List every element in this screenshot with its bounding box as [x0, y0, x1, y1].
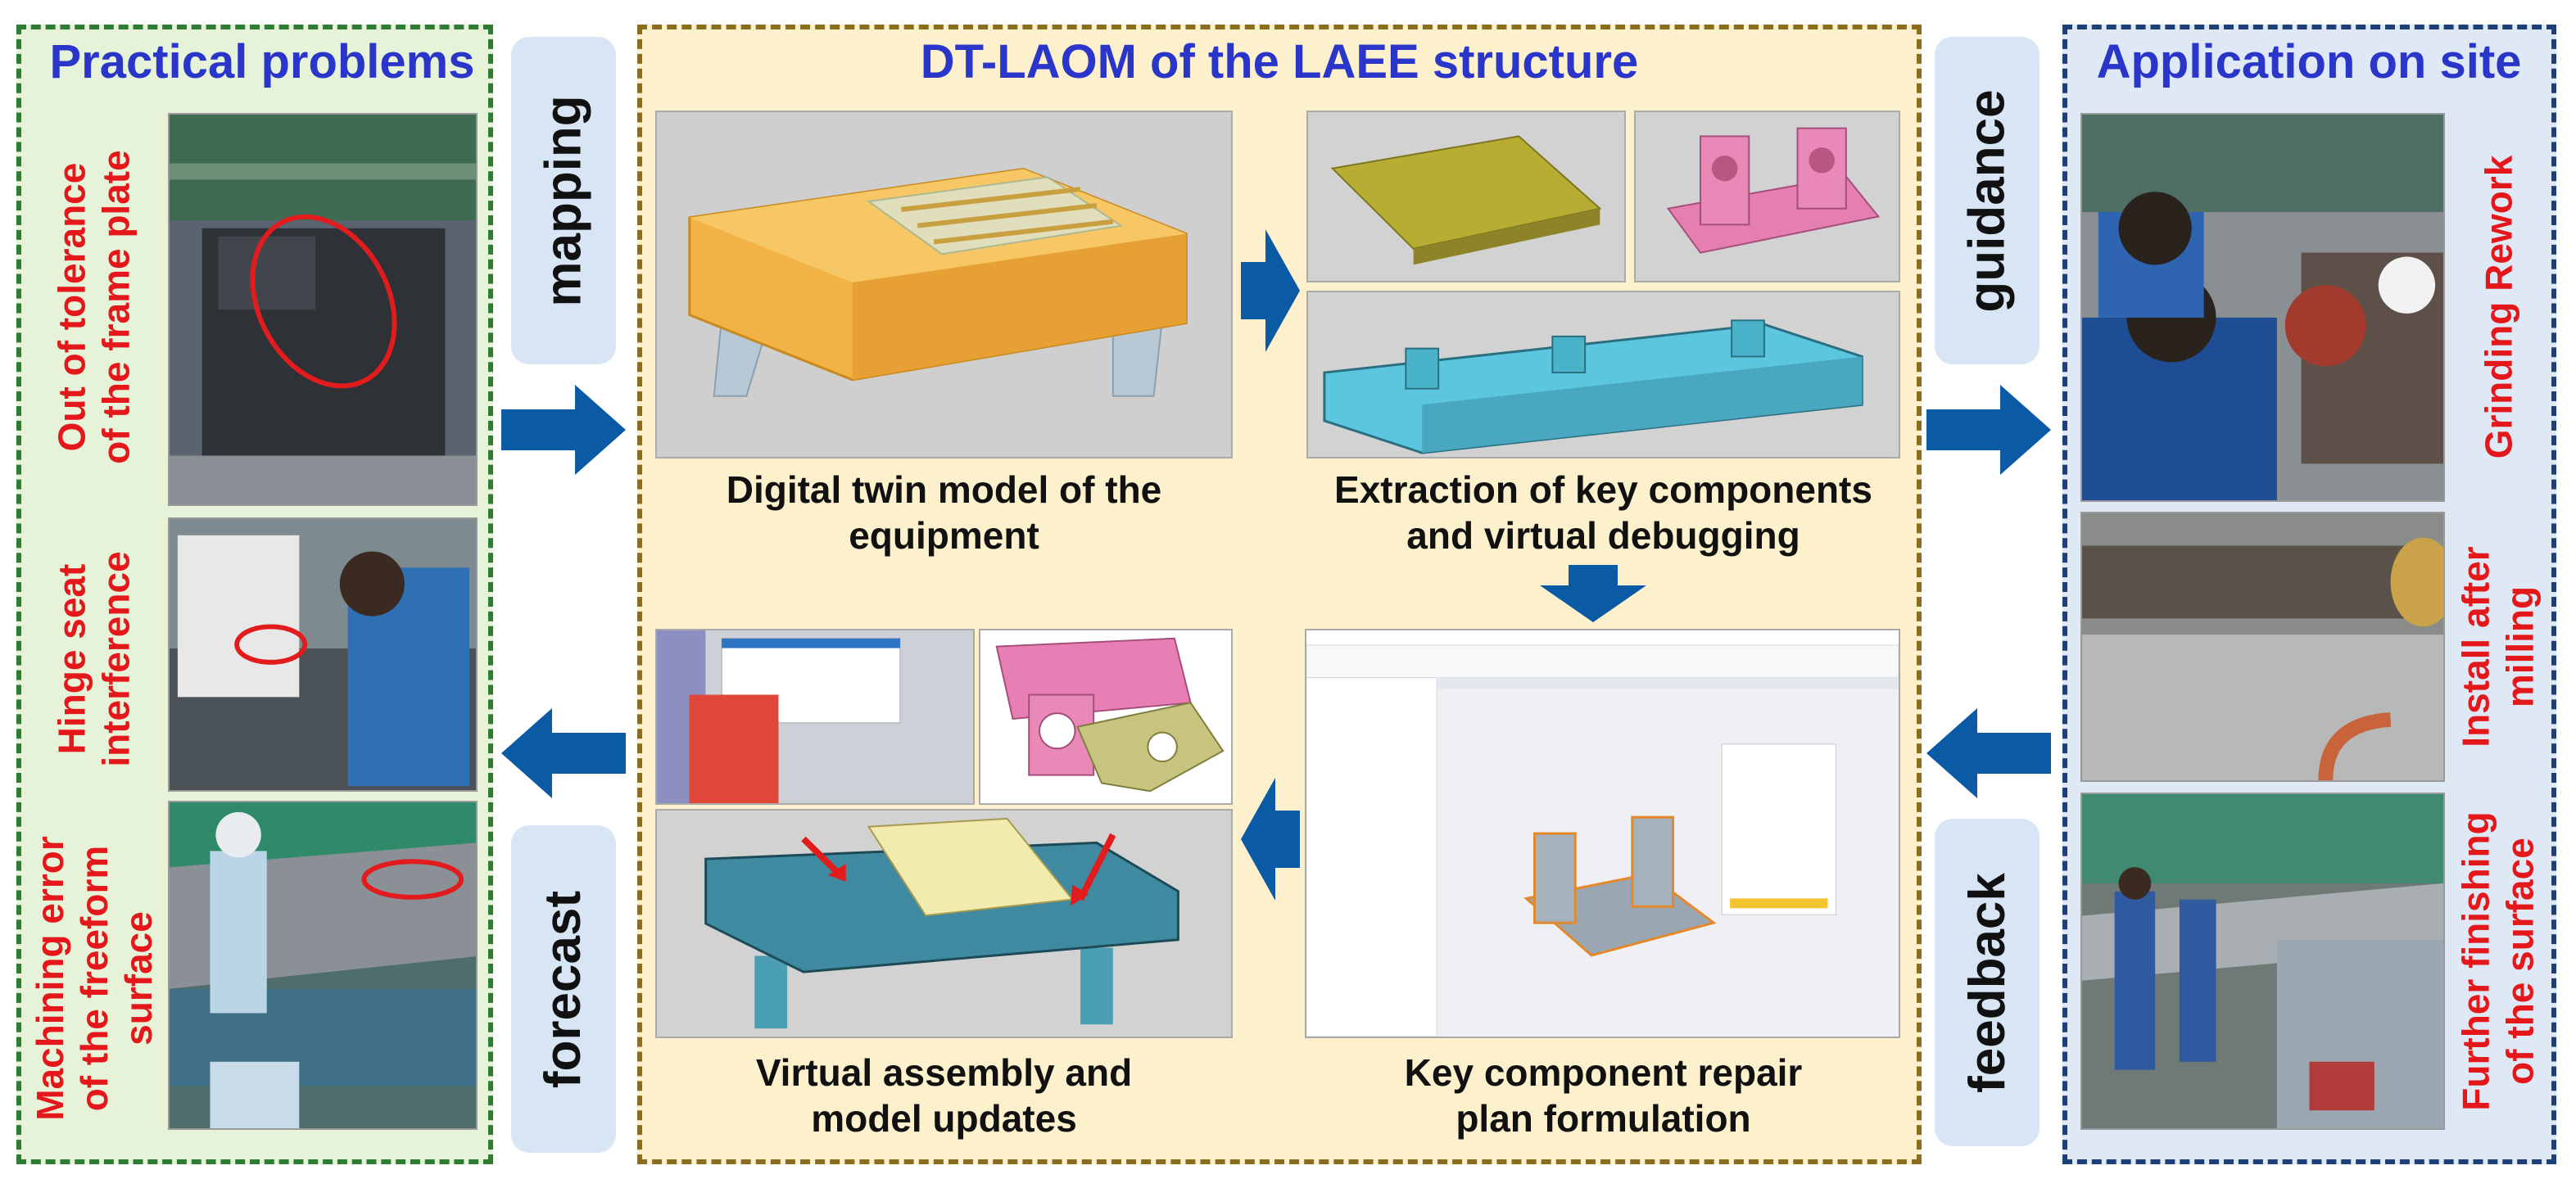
freeform-surface-photo — [168, 801, 478, 1130]
surface-finishing-photo — [2080, 793, 2445, 1130]
repair-plan-screenshot — [1305, 629, 1900, 1038]
feedback-arrow-icon — [1926, 708, 2051, 798]
frame-plate-photo — [168, 113, 478, 506]
mapping-label: mapping — [511, 37, 616, 364]
digital-twin-model-image — [655, 111, 1233, 458]
dt-laom-title: DT-LAOM of the LAEE structure — [920, 35, 1639, 88]
repair-arrow-icon — [1540, 565, 1646, 622]
install-after-milling-photo — [2080, 512, 2445, 782]
virtual-assembly-image — [655, 809, 1233, 1038]
frame-component-image — [1306, 291, 1900, 458]
hinge-assembly-image — [979, 629, 1233, 805]
application-title: Application on site — [2096, 35, 2522, 88]
application-label-grinding: Grinding Rework — [2477, 155, 2519, 459]
forecast-arrow-icon — [501, 708, 626, 798]
update-arrow-icon — [1241, 778, 1300, 901]
feedback-label: feedback — [1935, 819, 2040, 1146]
freeform-surface-component-image — [1306, 111, 1626, 282]
forecast-label: forecast — [511, 825, 616, 1153]
guidance-label: guidance — [1935, 37, 2040, 364]
mapping-arrow-icon — [501, 385, 626, 475]
extraction-arrow-icon — [1241, 229, 1300, 352]
hinge-seat-component-image — [1634, 111, 1900, 282]
guidance-arrow-icon — [1926, 385, 2051, 475]
assembly-ui-image — [655, 629, 975, 805]
grinding-rework-photo — [2080, 113, 2445, 502]
hinge-seat-photo — [168, 517, 478, 792]
practical-problems-title: Practical problems — [49, 35, 475, 88]
